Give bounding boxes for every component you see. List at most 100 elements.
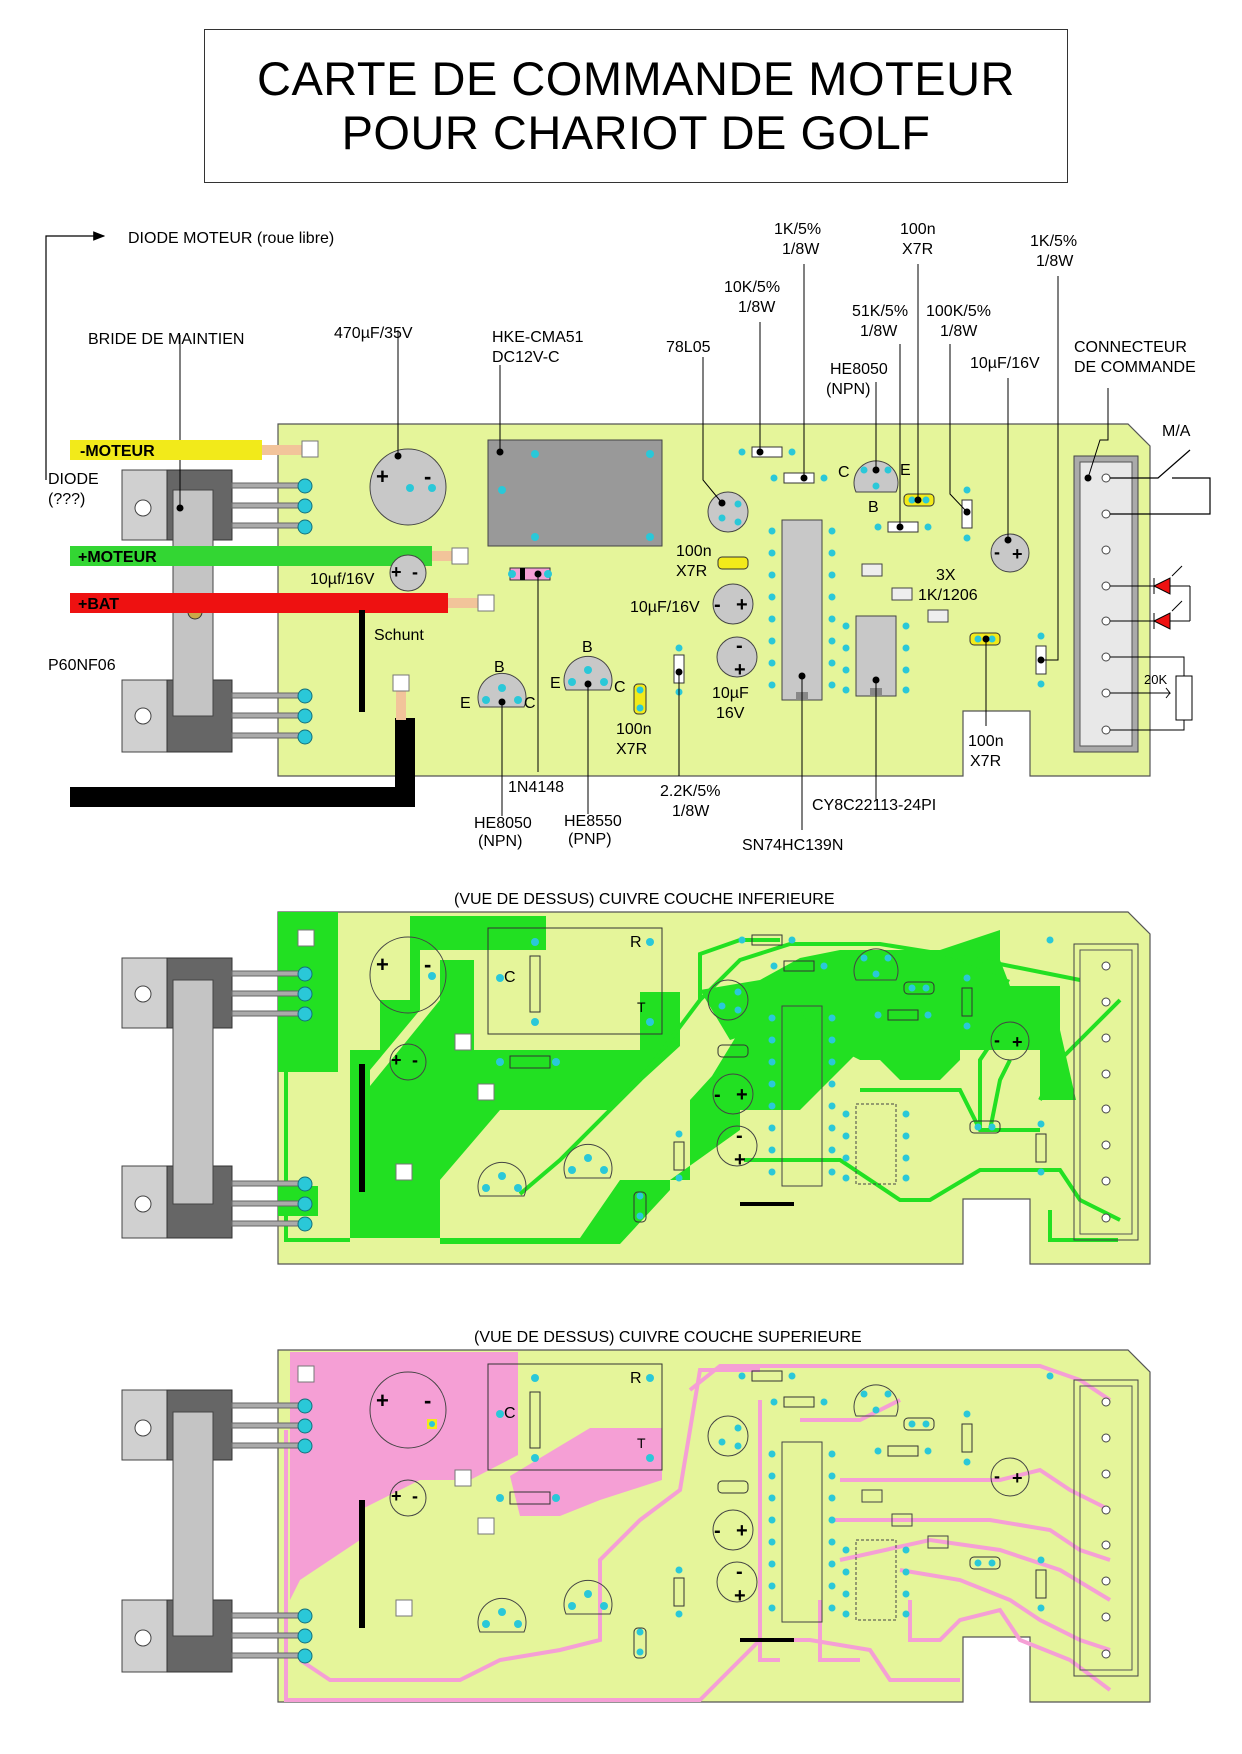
- cap-m2-plus: +: [734, 659, 746, 681]
- cap-m2-minus: -: [736, 635, 743, 657]
- cap-m1-minus: -: [714, 594, 721, 616]
- label-relay-2: DC12V-C: [492, 349, 560, 366]
- label-c100n-right: 100n: [968, 733, 1004, 750]
- label-c100n-top: 100n: [900, 221, 936, 238]
- label-he8550-type: (PNP): [568, 831, 612, 848]
- component-view: DIODE MOTEUR (roue libre) BRIDE DE MAINT…: [45, 221, 1211, 854]
- res-smd-3: [927, 609, 949, 623]
- top-copper-pours: [290, 1352, 662, 1600]
- top-relay-t: T: [637, 1435, 646, 1451]
- t-cap5-minus: -: [994, 1466, 1000, 1486]
- label-relay-1: HKE-CMA51: [492, 329, 584, 346]
- bottom-relay-t: T: [637, 999, 646, 1015]
- label-c100n-mid-2: X7R: [676, 563, 707, 580]
- b-cap2-minus: -: [412, 1050, 418, 1070]
- label-c100n-low: 100n: [616, 721, 652, 738]
- bottom-relay-c: C: [504, 969, 516, 986]
- cap-10l-plus: +: [391, 562, 402, 582]
- t-cap2-minus: -: [412, 1486, 418, 1506]
- label-r100k-w: 1/8W: [940, 323, 978, 340]
- cap-10l-minus: -: [412, 562, 418, 582]
- label-r100k: 100K/5%: [926, 303, 991, 320]
- relay: [487, 439, 663, 547]
- pin-e1: E: [460, 695, 471, 712]
- label-c100n-mid: 100n: [676, 543, 712, 560]
- label-c100n-right-2: X7R: [970, 753, 1001, 770]
- heading-top-view: (VUE DE DESSUS) CUIVRE COUCHE SUPERIEURE: [474, 1329, 862, 1346]
- cap-10uf-mid-1: [712, 583, 754, 625]
- label-3x: 3X: [936, 567, 956, 584]
- pin-b1: B: [494, 659, 505, 676]
- label-r1k-b: 1K/5%: [1030, 233, 1077, 250]
- res-smd-1: [861, 563, 883, 577]
- b-cap4-minus: -: [736, 1125, 743, 1147]
- label-1k1206: 1K/1206: [918, 587, 978, 604]
- label-cap-10u-right: 10µF/16V: [970, 355, 1040, 372]
- label-pot: 20K: [1144, 672, 1167, 687]
- label-sn74: SN74HC139N: [742, 837, 843, 854]
- cap-m1-plus: +: [736, 594, 748, 616]
- switch-ma: [1110, 449, 1211, 515]
- res-smd-2: [891, 587, 913, 601]
- pin-b2: B: [582, 639, 593, 656]
- label-ma: M/A: [1162, 423, 1191, 440]
- label-c100n-low-2: X7R: [616, 741, 647, 758]
- label-r1k-b-w: 1/8W: [1036, 253, 1074, 270]
- label-1n4148: 1N4148: [508, 779, 564, 796]
- pin-e3: E: [900, 462, 911, 479]
- pin-b3: B: [868, 499, 879, 516]
- label-cap-10u-mid2-a: 10µF: [712, 685, 749, 702]
- led-2: [1110, 600, 1190, 630]
- label-he8050-top: HE8050: [830, 361, 888, 378]
- cap-10uf-mid-2: [716, 636, 758, 678]
- label-he8050-lower: HE8050: [474, 815, 532, 832]
- label-cap-470: 470µF/35V: [334, 325, 413, 342]
- res-1k-a: [783, 472, 815, 484]
- b-cap-plus: +: [376, 952, 389, 977]
- label-r1k-a-w: 1/8W: [782, 241, 820, 258]
- reg-78l05: [707, 491, 749, 533]
- label-cap-10u-left: 10µf/16V: [310, 571, 375, 588]
- led-1: [1110, 565, 1191, 621]
- label-r2k2-w: 1/8W: [672, 803, 710, 820]
- t-cap3-minus: -: [714, 1520, 721, 1542]
- top-relay-r: R: [630, 1370, 642, 1387]
- cap-470-plus: +: [376, 464, 389, 489]
- bottom-copper-view: + - + - R C T - + - +: [121, 911, 1151, 1265]
- title-box: CARTE DE COMMANDE MOTEUR POUR CHARIOT DE…: [204, 29, 1068, 183]
- label-78l05: 78L05: [666, 339, 711, 356]
- mosfet-pads: [297, 478, 313, 745]
- wire-bat: [70, 593, 448, 613]
- top-traces: [284, 1364, 1112, 1702]
- label-he8550: HE8550: [564, 813, 622, 830]
- pin-c3: C: [838, 464, 850, 481]
- label-diode: DIODE: [48, 471, 99, 488]
- bottom-relay-r: R: [630, 934, 642, 951]
- label-bride: BRIDE DE MAINTIEN: [88, 331, 244, 348]
- cap-10uf-right: [990, 533, 1030, 573]
- cap-r-minus: -: [994, 542, 1000, 562]
- heading-bottom-view: (VUE DE DESSUS) CUIVRE COUCHE INFERIEURE: [454, 891, 835, 908]
- wire-moteur-neg: [70, 440, 262, 460]
- label-r51k: 51K/5%: [852, 303, 908, 320]
- label-r51k-w: 1/8W: [860, 323, 898, 340]
- t-cap4-minus: -: [736, 1561, 743, 1583]
- diode-moteur-arrow: [45, 231, 106, 480]
- label-diode-moteur: DIODE MOTEUR (roue libre): [128, 230, 334, 247]
- label-bat: +BAT: [78, 596, 119, 613]
- label-mosfet: P60NF06: [48, 657, 116, 674]
- b-cap3-plus: +: [736, 1084, 748, 1106]
- b-cap5-plus: +: [1012, 1032, 1023, 1052]
- label-cap-10u-mid: 10µF/16V: [630, 599, 700, 616]
- label-cy8c: CY8C22113-24PI: [812, 797, 936, 814]
- title-line-1: CARTE DE COMMANDE MOTEUR: [257, 52, 1015, 105]
- label-he8050-top-type: (NPN): [826, 381, 870, 398]
- t-cap2-plus: +: [391, 1486, 402, 1506]
- pin-c2: C: [614, 679, 626, 696]
- cap-100n-mid: [717, 556, 749, 570]
- t-cap5-plus: +: [1012, 1468, 1023, 1488]
- label-masse: MASSE: [78, 790, 135, 807]
- top-copper-view: + - + - R C T - + - +: [121, 1349, 1151, 1703]
- ic-sn74-pins: [768, 527, 836, 689]
